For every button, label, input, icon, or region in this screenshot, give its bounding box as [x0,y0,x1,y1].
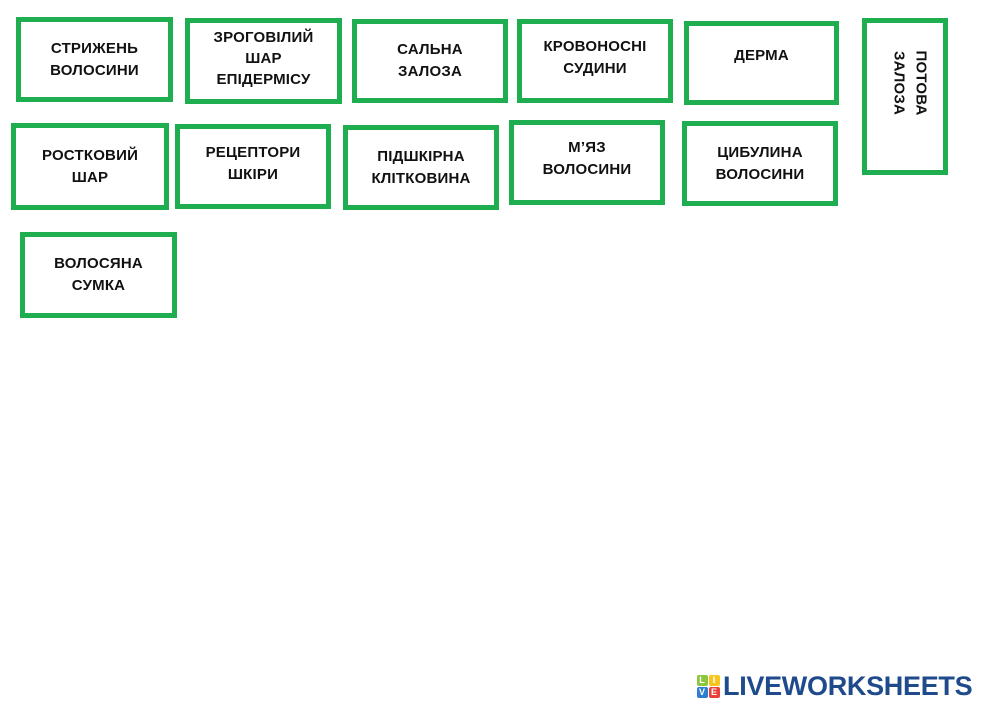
draggable-card-stryzhen-volosyny[interactable]: СТРИЖЕНЬ ВОЛОСИНИ [16,17,173,102]
draggable-card-potova-zaloza[interactable]: ПОТОВА ЗАЛОЗА [862,18,948,175]
logo-tile-e: E [708,686,720,698]
card-label: ЗРОГОВІЛИЙ ШАР ЕПІДЕРМІСУ [213,28,314,88]
card-label: ПОТОВА ЗАЛОЗА [891,49,930,116]
draggable-card-derma[interactable]: ДЕРМА [684,21,839,105]
liveworksheets-logo: L I V E LIVEWORKSHEETS [696,671,973,701]
card-label: ЦИБУЛИНА ВОЛОСИНИ [715,143,805,183]
draggable-card-salna-zaloza[interactable]: САЛЬНА ЗАЛОЗА [352,19,508,103]
draggable-card-pidshkirna-klitkovyna[interactable]: ПІДШКІРНА КЛІТКОВИНА [343,125,499,210]
card-label: РЕЦЕПТОРИ ШКІРИ [205,143,301,183]
draggable-card-miaz-volosyny[interactable]: М’ЯЗ ВОЛОСИНИ [509,120,665,205]
live-blocks-icon: L I V E [696,674,720,698]
card-label: ПІДШКІРНА КЛІТКОВИНА [371,147,471,187]
logo-wordmark: LIVEWORKSHEETS [723,671,973,701]
card-label: М’ЯЗ ВОЛОСИНИ [542,138,632,178]
logo-tile-v: V [696,686,708,698]
card-label: РОСТКОВИЙ ШАР [41,146,139,186]
draggable-card-tsybulyna-volosyny[interactable]: ЦИБУЛИНА ВОЛОСИНИ [682,121,838,206]
logo-tile-l: L [696,674,708,686]
card-label: ДЕРМА [734,47,789,64]
logo-tile-i: I [708,674,720,686]
draggable-card-roshkovyi-shar[interactable]: РОСТКОВИЙ ШАР [11,123,169,210]
draggable-card-volosiana-sumka[interactable]: ВОЛОСЯНА СУМКА [20,232,177,318]
card-label: ВОЛОСЯНА СУМКА [54,255,143,294]
draggable-card-krovonosni-sudyny[interactable]: КРОВОНОСНІ СУДИНИ [517,19,673,103]
card-label: САЛЬНА ЗАЛОЗА [397,41,463,80]
card-label: СТРИЖЕНЬ ВОЛОСИНИ [50,39,139,79]
card-label: КРОВОНОСНІ СУДИНИ [543,38,647,77]
draggable-card-retseptory-shkiry[interactable]: РЕЦЕПТОРИ ШКІРИ [175,124,331,209]
draggable-card-zrogovilyi-shar-epidermisu[interactable]: ЗРОГОВІЛИЙ ШАР ЕПІДЕРМІСУ [185,18,342,104]
